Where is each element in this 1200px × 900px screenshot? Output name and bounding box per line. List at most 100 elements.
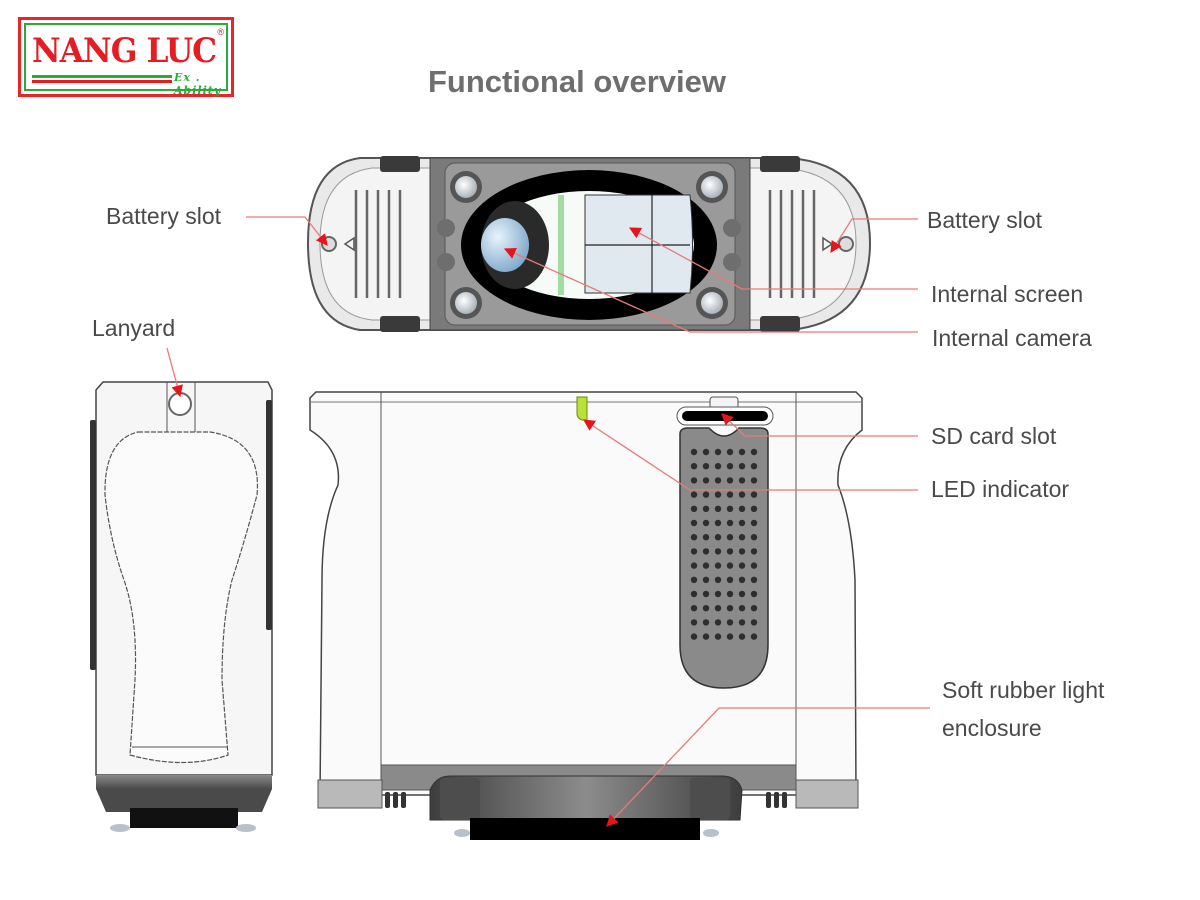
grip-dot <box>690 463 698 470</box>
grip-dot <box>738 463 746 470</box>
grip-dot <box>726 477 734 484</box>
right-vent-ribs <box>768 190 816 298</box>
grip-dot <box>690 534 698 541</box>
label-battery-slot-left: Battery slot <box>106 203 222 229</box>
grip-dot <box>750 562 758 569</box>
logo-green-stripe <box>32 75 172 78</box>
grip-dot <box>702 491 710 498</box>
grip-dot <box>702 576 710 583</box>
leader-soft-rubber <box>606 707 930 827</box>
grip-dot <box>702 633 710 640</box>
grip-dot <box>702 605 710 612</box>
grip-dot <box>690 448 698 456</box>
leader-internal-screen <box>628 227 918 290</box>
grip-dot <box>690 633 698 640</box>
label-internal-camera: Internal camera <box>932 325 1092 351</box>
grip-dot <box>738 519 746 527</box>
grip-dot <box>726 448 734 456</box>
grip-dot <box>738 448 746 456</box>
grip-dot <box>750 463 758 470</box>
logo-frame: NANG LUC ® Ex . Ability <box>24 23 228 97</box>
grip-dot <box>726 619 734 626</box>
top-view <box>306 156 872 332</box>
grip-dot <box>726 505 734 512</box>
grip-block <box>760 156 800 172</box>
grip-dot <box>702 534 710 541</box>
led-indicator <box>576 396 588 421</box>
grip-dot <box>738 562 746 569</box>
grip-dot <box>738 491 746 498</box>
grip-dot <box>702 448 710 456</box>
grip-dot <box>702 619 710 626</box>
grip-dot <box>750 590 758 598</box>
grip-dot <box>726 548 734 555</box>
grip-dot <box>714 633 722 640</box>
grip-dot <box>690 477 698 484</box>
label-battery-slot-right: Battery slot <box>927 207 1043 233</box>
grip-dot <box>750 548 758 555</box>
grip-dot <box>714 463 722 470</box>
grip-dot <box>738 534 746 541</box>
grip-dot <box>738 590 746 598</box>
label-internal-screen: Internal screen <box>931 281 1084 307</box>
rubber-grip-pad <box>679 427 769 689</box>
lanyard-hole <box>168 392 192 416</box>
grip-dot <box>750 491 758 498</box>
grip-pad-dots <box>690 448 758 640</box>
grip-dot <box>726 463 734 470</box>
grip-dot <box>714 590 722 598</box>
grip-dot <box>714 505 722 512</box>
grip-dot <box>702 548 710 555</box>
leader-battery-right <box>830 218 918 253</box>
grip-dot <box>690 576 698 583</box>
grip-dot <box>726 519 734 527</box>
illumination-leds <box>437 171 741 319</box>
page-title: Functional overview <box>428 64 727 99</box>
grip-dot <box>726 605 734 612</box>
grip-dot <box>690 619 698 626</box>
grip-dot <box>690 590 698 598</box>
grip-dot <box>702 463 710 470</box>
grip-dot <box>714 619 722 626</box>
grip-dot <box>750 477 758 484</box>
grip-dot <box>738 576 746 583</box>
grip-dot <box>690 519 698 527</box>
grip-dot <box>714 491 722 498</box>
front-view <box>309 391 863 840</box>
grip-dot <box>738 477 746 484</box>
grip-dot <box>726 590 734 598</box>
battery-screw-right <box>838 236 854 252</box>
leader-battery-left <box>246 216 328 246</box>
grip-dot <box>702 477 710 484</box>
internal-camera-lens <box>481 218 529 272</box>
side-view <box>90 381 273 832</box>
logo-red-stripe <box>32 80 172 83</box>
rubber-grip-outline <box>104 431 259 764</box>
label-lanyard: Lanyard <box>92 315 176 341</box>
grip-dot <box>690 605 698 612</box>
label-sd-card-slot: SD card slot <box>931 423 1057 449</box>
grip-dot <box>738 505 746 512</box>
logo-brand-text: NANG LUC <box>32 31 217 71</box>
grip-dot <box>714 576 722 583</box>
grip-block <box>380 316 420 332</box>
leader-sd-card-slot <box>721 413 918 437</box>
grip-dot <box>714 448 722 456</box>
grip-dot <box>726 562 734 569</box>
grip-dot <box>750 505 758 512</box>
grip-dot <box>738 633 746 640</box>
grip-dot <box>690 491 698 498</box>
label-led-indicator: LED indicator <box>931 476 1070 502</box>
grip-dot <box>726 633 734 640</box>
grip-dot <box>714 519 722 527</box>
grip-dot <box>714 477 722 484</box>
battery-screw-left <box>321 236 337 252</box>
grip-dot <box>726 534 734 541</box>
brand-logo: NANG LUC ® Ex . Ability <box>18 17 234 97</box>
grip-dot <box>750 619 758 626</box>
grip-dot <box>714 562 722 569</box>
grip-dot <box>690 548 698 555</box>
grip-dot <box>750 448 758 456</box>
grip-dot <box>750 605 758 612</box>
